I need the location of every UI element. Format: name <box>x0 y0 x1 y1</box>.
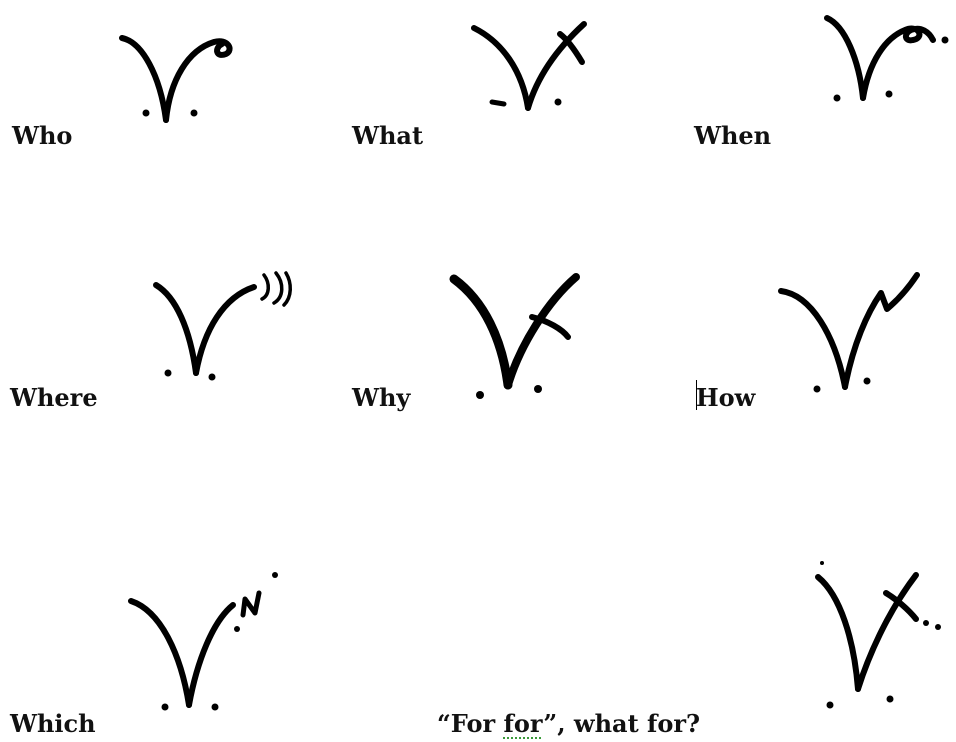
label-why: Why <box>352 383 411 412</box>
symbol-where <box>150 265 300 385</box>
for-for-close: ”, what for? <box>543 709 701 738</box>
label-when: When <box>694 121 772 150</box>
label-where: Where <box>10 383 98 412</box>
symbol-who <box>110 20 240 130</box>
label-how: How <box>696 383 756 412</box>
symbol-which <box>125 565 285 725</box>
label-what: What <box>352 121 424 150</box>
label-which: Which <box>10 709 96 738</box>
symbol-how <box>775 265 926 395</box>
symbol-why <box>440 265 590 399</box>
symbol-what <box>460 10 600 120</box>
symbol-when <box>815 10 956 120</box>
label-who: Who <box>12 121 73 150</box>
text-cursor <box>696 380 697 410</box>
label-for-for-what-for: “For for”, what for? <box>437 712 700 736</box>
for-for-open: “For <box>437 709 504 738</box>
symbol-for-for <box>800 555 956 715</box>
spellcheck-flagged-word[interactable]: for <box>503 709 544 738</box>
